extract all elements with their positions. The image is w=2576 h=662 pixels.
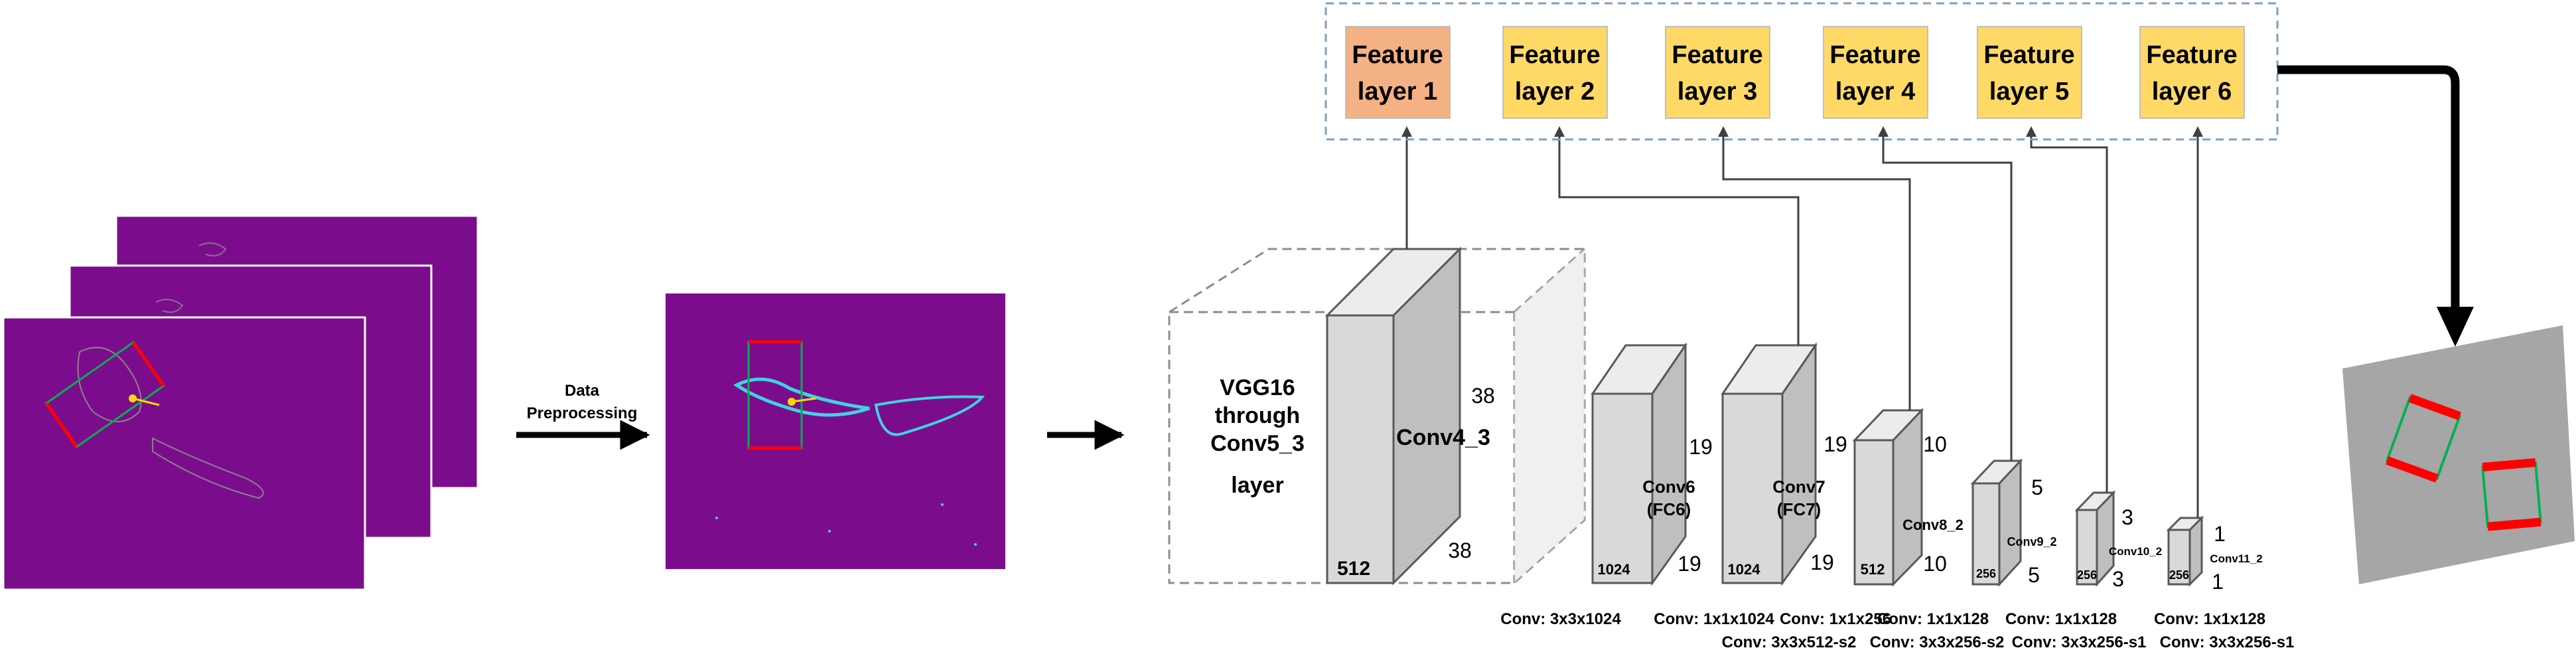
- feature-layer-4-line1: Feature: [1829, 41, 1920, 69]
- feature-layer-4-line2: layer 4: [1835, 78, 1915, 106]
- conv-label-c11a: Conv: 1x1x128: [2154, 610, 2265, 628]
- conv8-2-block: Conv8_2 512 10 10: [1852, 408, 1964, 587]
- conv-operation-labels: Conv: 3x3x1024 Conv: 1x1x1024 Conv: 1x1x…: [1500, 610, 2294, 651]
- conv6-label-line2: (FC6): [1647, 499, 1691, 519]
- vgg16-label-line2: through: [1215, 403, 1300, 428]
- conv11-2-block: Conv11_2 256 1 1: [2166, 515, 2263, 594]
- vgg16-label-line4: layer: [1231, 473, 1283, 498]
- conv7-label-line1: Conv7: [1772, 477, 1825, 497]
- conv8-2-side-dim: 10: [1923, 552, 1947, 576]
- feature-layer-3-line2: layer 3: [1678, 78, 1757, 106]
- conv10-2-label: Conv10_2: [2109, 545, 2162, 558]
- feature-connector-arrowheads: [1401, 126, 2203, 137]
- feature-layer-6-line1: Feature: [2146, 41, 2237, 69]
- conv-label-c10b: Conv: 3x3x256-s1: [2012, 633, 2147, 651]
- conv-label-c9a: Conv: 1x1x128: [1877, 610, 1989, 628]
- conv6-label-line1: Conv6: [1642, 477, 1695, 497]
- conv-label-c8b: Conv: 3x3x512-s2: [1722, 633, 1857, 651]
- output-arrow-head: [2437, 307, 2474, 347]
- feature-layer-6-line2: layer 6: [2152, 78, 2232, 106]
- feature-layer-2-line1: Feature: [1509, 41, 1600, 69]
- preprocessed-image: [666, 293, 1005, 569]
- conv11-2-label: Conv11_2: [2210, 552, 2262, 565]
- conv4-3-depth: 512: [1337, 558, 1370, 580]
- conv7-block: Conv7 (FC7) 1024 19 19: [1721, 342, 1847, 586]
- conv10-2-block: Conv10_2 256 3 3: [2074, 490, 2162, 591]
- preprocessing-step: Data Preprocessing: [516, 382, 650, 450]
- feature-layer-2: Feature layer 2: [1502, 26, 1608, 119]
- conv6-side-dim: 19: [1678, 552, 1701, 576]
- feature-layer-5-line1: Feature: [1983, 41, 2074, 69]
- conv6-depth: 1024: [1598, 561, 1631, 578]
- vgg16-backbone: VGG16 through Conv5_3 layer: [1168, 248, 1586, 584]
- conv6-block: Conv6 (FC6) 1024 19 19: [1591, 342, 1713, 586]
- conv8-2-depth: 512: [1861, 561, 1885, 578]
- grasp-rectangle-input: [44, 341, 165, 449]
- feature-connectors: [1405, 131, 2199, 518]
- conv9-2-side-dim: 5: [2028, 563, 2040, 587]
- conv-label-c10a: Conv: 1x1x128: [2005, 610, 2117, 628]
- vgg16-label-line3: Conv5_3: [1210, 431, 1305, 456]
- conv9-2-label: Conv9_2: [2007, 535, 2056, 548]
- feature-layer-3: Feature layer 3: [1665, 26, 1770, 119]
- conv-label-c6: Conv: 3x3x1024: [1500, 610, 1621, 628]
- conv-label-c8a: Conv: 1x1x256: [1780, 610, 1891, 628]
- conv4-3-block: Conv4_3 512 38 38: [1324, 246, 1495, 586]
- conv-label-c9b: Conv: 3x3x256-s2: [1870, 633, 2005, 651]
- conv9-2-top-dim: 5: [2031, 475, 2043, 499]
- conv11-2-top-dim: 1: [2214, 522, 2226, 546]
- feature-layer-2-line2: layer 2: [1515, 78, 1595, 106]
- feature-layer-3-line1: Feature: [1672, 41, 1762, 69]
- conv4-3-top-dim: 38: [1471, 384, 1495, 408]
- conv7-top-dim: 19: [1824, 432, 1847, 456]
- conv4-3-label: Conv4_3: [1396, 425, 1490, 450]
- feature-layer-5-line2: layer 5: [1989, 78, 2069, 106]
- conv10-2-depth: 256: [2077, 568, 2097, 582]
- preprocessing-label-line2: Preprocessing: [527, 404, 638, 422]
- output-arrow: [2277, 65, 2460, 312]
- feature-layer-6: Feature layer 6: [2139, 26, 2245, 119]
- conv11-2-side-dim: 1: [2212, 570, 2224, 594]
- output-image: [2342, 325, 2575, 584]
- conv9-2-depth: 256: [1976, 567, 1996, 580]
- feature-layer-1: Feature layer 1: [1345, 26, 1451, 119]
- conv-label-c7: Conv: 1x1x1024: [1654, 610, 1774, 628]
- feature-layer-4: Feature layer 4: [1823, 26, 1928, 119]
- conv7-depth: 1024: [1728, 561, 1761, 578]
- conv11-2-depth: 256: [2169, 568, 2189, 582]
- conv7-label-line2: (FC7): [1777, 499, 1821, 519]
- conv10-2-top-dim: 3: [2121, 505, 2133, 529]
- feature-layer-5: Feature layer 5: [1977, 26, 2082, 119]
- feature-layer-1-line1: Feature: [1352, 41, 1443, 69]
- conv4-3-side-dim: 38: [1448, 538, 1472, 562]
- conv8-2-label: Conv8_2: [1902, 517, 1964, 533]
- vgg16-label-line1: VGG16: [1220, 375, 1295, 400]
- conv8-2-top-dim: 10: [1923, 432, 1947, 456]
- preprocessing-label-line1: Data: [565, 382, 600, 400]
- conv-label-c11b: Conv: 3x3x256-s1: [2160, 633, 2295, 651]
- input-image-stack: [2, 214, 479, 591]
- conv9-2-block: Conv9_2 256 5 5: [1970, 458, 2057, 587]
- feature-layer-container: [1324, 2, 2279, 141]
- conv6-top-dim: 19: [1689, 435, 1713, 459]
- conv7-side-dim: 19: [1810, 550, 1834, 574]
- conv10-2-side-dim: 3: [2112, 567, 2124, 591]
- feature-layer-1-line2: layer 1: [1358, 78, 1437, 106]
